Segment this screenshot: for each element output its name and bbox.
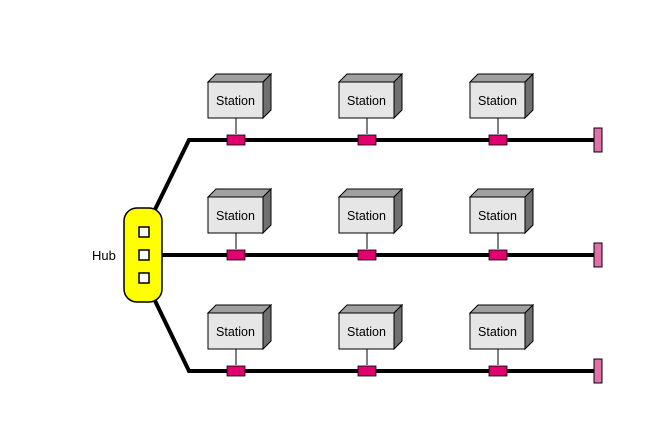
station-label: Station: [216, 325, 255, 339]
station-box-front: [338, 81, 395, 119]
station-box-side: [393, 187, 403, 235]
station-label: Station: [216, 209, 255, 223]
station-node: Station: [337, 187, 404, 261]
station-box-top: [337, 73, 404, 83]
station-label: Station: [216, 94, 255, 108]
bus-tap: [226, 365, 246, 377]
bus-terminator: [593, 358, 603, 384]
station-box-side: [393, 72, 403, 120]
station-node: Station: [468, 303, 535, 377]
station-label: Station: [478, 94, 517, 108]
hub-label: Hub: [92, 248, 116, 263]
bus-tap: [357, 365, 377, 377]
station-node: Station: [206, 187, 273, 261]
station-label: Station: [347, 325, 386, 339]
station-box-top: [468, 73, 535, 83]
station-box-top: [337, 304, 404, 314]
bus-tap: [488, 249, 508, 261]
station-box-front: [207, 312, 264, 350]
station-box-side: [262, 187, 272, 235]
hub-port: [138, 226, 150, 238]
station-box-front: [338, 312, 395, 350]
bus-terminator: [593, 127, 603, 153]
bus-tap: [226, 249, 246, 261]
station-box-front: [207, 81, 264, 119]
station-box-side: [524, 187, 534, 235]
bus-tap: [357, 134, 377, 146]
bus-cable: [142, 138, 594, 233]
station-box-side: [262, 72, 272, 120]
station-node: Station: [468, 187, 535, 261]
station-node: Station: [206, 72, 273, 146]
station-label: Station: [347, 209, 386, 223]
station-box-side: [393, 303, 403, 351]
bus-tap: [488, 365, 508, 377]
bus-tap: [488, 134, 508, 146]
station-box-top: [206, 304, 273, 314]
hub: Hub: [92, 207, 163, 303]
station-node: Station: [337, 72, 404, 146]
station-node: Station: [468, 72, 535, 146]
bus-terminator: [593, 242, 603, 268]
station-label: Station: [478, 209, 517, 223]
station-box-top: [468, 188, 535, 198]
station-box-front: [469, 81, 526, 119]
hub-port: [138, 272, 150, 284]
station-box-front: [469, 196, 526, 234]
station-node: Station: [206, 303, 273, 377]
station-box-front: [469, 312, 526, 350]
station-label: Station: [478, 325, 517, 339]
station-box-side: [524, 303, 534, 351]
hub-port: [138, 249, 150, 261]
station-box-top: [206, 188, 273, 198]
bus-tap: [357, 249, 377, 261]
station-box-top: [468, 304, 535, 314]
station-box-side: [524, 72, 534, 120]
station-node: Station: [337, 303, 404, 377]
station-label: Station: [347, 94, 386, 108]
station-box-front: [207, 196, 264, 234]
bus-tap: [226, 134, 246, 146]
bus-cable: [142, 277, 594, 373]
station-box-top: [206, 73, 273, 83]
station-box-side: [262, 303, 272, 351]
station-box-front: [338, 196, 395, 234]
station-box-top: [337, 188, 404, 198]
